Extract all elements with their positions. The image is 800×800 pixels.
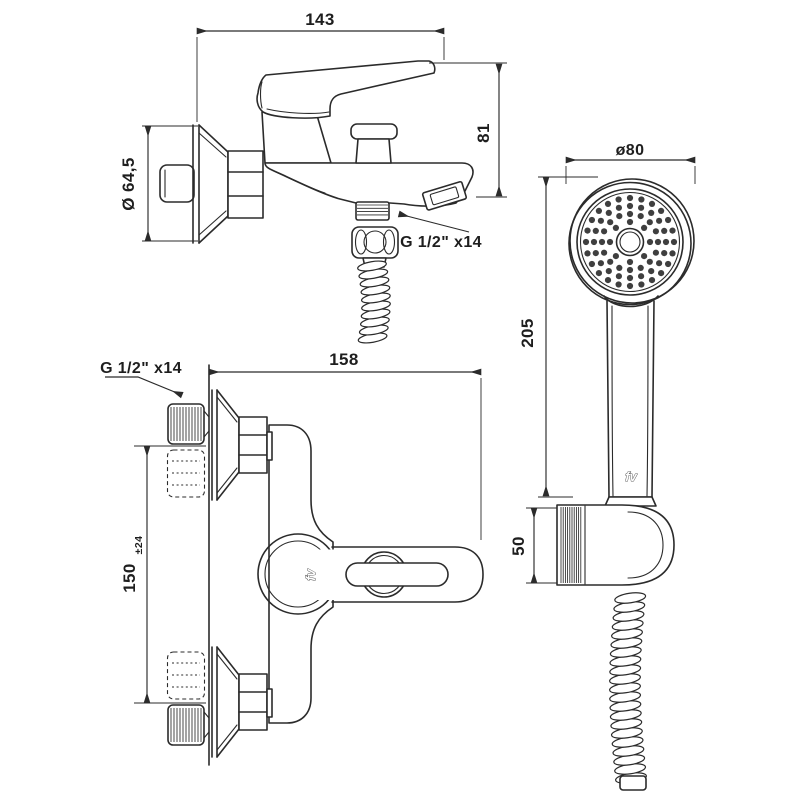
dimension-inlet-centers-150: 150 ±24 xyxy=(120,445,206,704)
dimension-shower-length: 205 xyxy=(518,176,598,498)
lever-handle-side xyxy=(256,60,436,119)
dimension-flange-diameter: Ø 64,5 xyxy=(119,125,198,242)
dimension-width-143: 143 xyxy=(196,10,445,122)
thread-label-side: G 1/2" x14 xyxy=(400,234,482,251)
dim-150-label: 150 xyxy=(120,563,139,593)
lower-escutcheon-plan xyxy=(211,646,273,758)
cartridge-housing-side xyxy=(261,111,332,164)
dimension-height-81: 81 xyxy=(429,62,507,198)
dim-50-label: 50 xyxy=(509,536,528,556)
spout-aerator xyxy=(421,180,468,211)
shower-hose xyxy=(609,592,647,784)
dim-205-label: 205 xyxy=(518,318,537,348)
dimension-holder-height: 50 xyxy=(509,507,557,584)
dim-143-label: 143 xyxy=(305,10,335,29)
outlet-thread-side xyxy=(355,201,390,221)
wall-flange-side xyxy=(159,124,229,244)
shower-handle: fv xyxy=(603,295,659,507)
wall-holder xyxy=(556,504,675,586)
hose-end-fitting xyxy=(619,775,647,791)
brand-logo-handle: fv xyxy=(625,469,637,484)
inlet-nut-side xyxy=(227,150,264,219)
brand-logo-body: fv xyxy=(303,568,318,580)
hand-shower-view: fv ø80 205 50 xyxy=(509,142,696,791)
shower-head xyxy=(568,178,695,306)
dim-81-label: 81 xyxy=(474,123,493,143)
outlet-thread-callout: G 1/2" x14 xyxy=(397,210,482,251)
spout-body-side xyxy=(264,162,474,207)
dimension-head-diameter: ø80 xyxy=(565,142,696,184)
adjustment-range-upper xyxy=(166,449,206,498)
adjustment-range-lower xyxy=(166,651,206,700)
thread-label-plan: G 1/2" x14 xyxy=(100,360,182,377)
spray-nozzles xyxy=(582,194,678,290)
upper-inlet-thread xyxy=(166,403,210,498)
mixer-side-view: 143 81 Ø 64,5 G 1/2" x14 xyxy=(119,10,507,344)
mixer-plan-view: fv xyxy=(100,350,484,766)
mixer-body-plan: fv xyxy=(257,424,484,724)
dim-64-5-label: Ø 64,5 xyxy=(119,157,138,210)
inlet-thread-callout: G 1/2" x14 xyxy=(100,360,184,399)
lower-inlet-thread xyxy=(166,651,210,746)
dim-150-tolerance: ±24 xyxy=(133,536,145,555)
upper-escutcheon-plan xyxy=(211,389,273,501)
holder-grip-texture xyxy=(560,507,582,583)
diverter-knob xyxy=(350,123,398,164)
dim-80-label: ø80 xyxy=(616,142,645,159)
dimension-body-length-158: 158 xyxy=(208,350,482,540)
dim-158-label: 158 xyxy=(329,350,359,369)
shower-hose-side xyxy=(357,260,391,344)
